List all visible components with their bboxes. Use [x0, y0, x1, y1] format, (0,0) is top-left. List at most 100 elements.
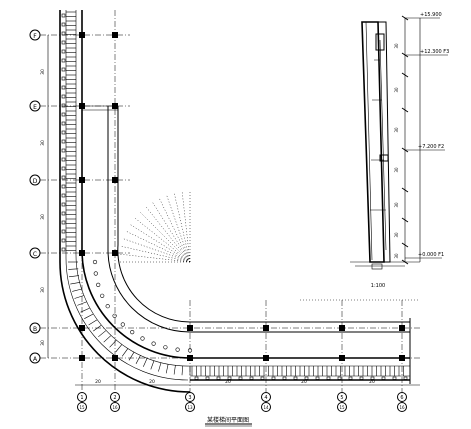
fan-line — [126, 231, 191, 263]
baluster — [61, 112, 66, 117]
baluster — [61, 229, 66, 234]
curved-corner — [59, 192, 193, 393]
svg-text:某楼梯间平面图: 某楼梯间平面图 — [207, 416, 249, 424]
curved-tread — [80, 307, 90, 313]
baluster — [337, 376, 342, 380]
svg-text:15: 15 — [339, 405, 345, 410]
axis-bubble-A: A — [29, 352, 41, 364]
curved-tread — [143, 358, 148, 367]
svg-text:E: E — [33, 104, 37, 111]
baluster — [194, 376, 199, 380]
curved-tread — [77, 301, 87, 306]
stair-ticks — [61, 11, 76, 252]
vertical-wing — [59, 10, 119, 262]
curved-tread — [68, 268, 79, 270]
row-axis-lines — [40, 34, 420, 359]
svg-text:30: 30 — [394, 87, 399, 93]
svg-text:14: 14 — [263, 405, 269, 410]
row-axis-bubbles: F E D C B A — [29, 29, 41, 364]
baluster — [61, 247, 66, 252]
svg-text:16: 16 — [399, 405, 405, 410]
svg-text:A: A — [33, 356, 38, 363]
column-dot — [130, 330, 135, 335]
baluster — [61, 58, 66, 63]
dim-tick — [401, 259, 409, 265]
baluster — [370, 376, 375, 380]
curved-tread — [70, 282, 81, 285]
baluster — [315, 376, 320, 380]
column-axis-bubbles: 1 15 2 16 3 13 4 14 5 15 — [77, 392, 407, 412]
svg-text:30: 30 — [394, 253, 399, 259]
svg-text:+12.300 F3: +12.300 F3 — [420, 49, 449, 55]
baluster — [216, 376, 221, 380]
axis-bubble-col-4: 4 14 — [261, 392, 271, 412]
svg-text:+15.900: +15.900 — [420, 12, 442, 18]
fan-line — [152, 202, 191, 263]
baluster — [61, 13, 66, 18]
level-mark-f2: +7.200 F2 — [405, 144, 445, 151]
plan-caption: 某楼梯间平面图 — [205, 416, 252, 427]
baluster — [348, 376, 353, 380]
baluster — [61, 148, 66, 153]
svg-text:30: 30 — [394, 167, 399, 173]
column-dot — [96, 282, 101, 288]
column — [112, 32, 118, 38]
curved-tread — [181, 365, 183, 376]
svg-text:16: 16 — [112, 405, 118, 410]
baluster — [61, 22, 66, 27]
svg-text:30: 30 — [40, 287, 46, 293]
baluster — [326, 376, 331, 380]
fan-line — [121, 246, 191, 263]
column-dot — [151, 341, 156, 346]
axis-bubble-F: F — [29, 29, 41, 41]
svg-text:1: 1 — [80, 395, 83, 401]
axis-bubble-col-5: 5 15 — [337, 392, 347, 412]
column-dot — [93, 271, 98, 276]
curved-tread — [135, 355, 141, 364]
column — [79, 32, 85, 38]
svg-text:30: 30 — [394, 232, 399, 238]
axis-bubble-col-6: 6 16 — [397, 392, 407, 412]
dim-tick — [401, 217, 409, 223]
baluster — [61, 175, 66, 180]
baluster — [205, 376, 210, 380]
baluster — [61, 211, 66, 216]
baluster — [61, 40, 66, 45]
svg-text:20: 20 — [225, 379, 231, 385]
baluster — [61, 157, 66, 162]
baluster — [61, 202, 66, 207]
column — [263, 355, 269, 361]
curved-tread — [121, 348, 129, 357]
curved-tread — [173, 365, 176, 375]
baluster — [359, 376, 364, 380]
baluster — [61, 166, 66, 171]
horizontal-stair-ticks — [191, 366, 408, 380]
svg-text:3: 3 — [188, 395, 191, 401]
baluster — [61, 67, 66, 72]
axis-bubble-col-3: 3 13 — [185, 392, 195, 412]
svg-text:4: 4 — [264, 395, 267, 401]
curved-tread — [84, 313, 94, 319]
bottom-dimension-chain: 20 20 20 20 20 — [75, 379, 420, 386]
svg-text:F: F — [33, 33, 37, 40]
column — [79, 177, 85, 183]
curved-tread — [68, 275, 80, 278]
baluster — [61, 193, 66, 198]
column — [339, 325, 345, 331]
fan-line — [135, 218, 191, 263]
axis-bubble-D: D — [29, 174, 41, 186]
baluster — [61, 184, 66, 189]
level-mark-f3: +12.300 F3 — [405, 49, 449, 56]
svg-text:D: D — [33, 178, 38, 185]
fan-lines — [120, 192, 191, 263]
curved-tread — [109, 340, 117, 348]
baluster — [293, 376, 298, 380]
column-dot — [163, 345, 168, 350]
baluster — [61, 238, 66, 243]
fan-line — [130, 224, 191, 263]
fan-line — [174, 193, 191, 263]
baluster — [403, 376, 408, 380]
curved-tread — [150, 360, 155, 370]
curved-tread — [93, 325, 102, 332]
axis-bubble-C: C — [29, 247, 41, 259]
